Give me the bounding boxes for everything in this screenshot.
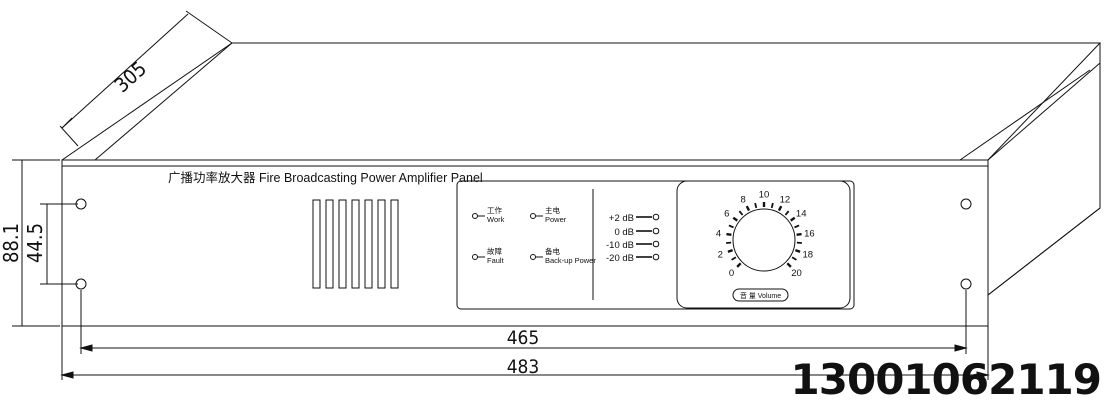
vent-slot <box>351 199 360 289</box>
volume-scale-label: 8 <box>740 195 745 206</box>
phone-number: 13001062119 <box>791 355 1101 403</box>
indicator-label-en: Fault <box>487 256 505 265</box>
volume-tick <box>789 216 796 222</box>
chassis-outline <box>61 42 1102 327</box>
vent-slot <box>364 199 373 289</box>
height-dimensions <box>12 159 78 327</box>
depth-value: 305 <box>110 56 152 97</box>
volume-scale-label: 12 <box>780 195 791 206</box>
volume-tick <box>791 256 797 261</box>
volume-scale-label: 2 <box>718 250 723 261</box>
volume-tick <box>777 205 783 212</box>
volume-label-box <box>732 288 789 302</box>
indicator-label-en: Power <box>545 215 567 224</box>
mounting-hole <box>75 198 87 210</box>
level-label: +2 dB <box>609 213 634 224</box>
level-row: +2 dB <box>609 213 660 224</box>
mounting-holes <box>75 198 972 290</box>
volume-tick <box>736 262 742 268</box>
indicator-label-cn: 故障 <box>487 246 502 256</box>
volume-scale-label: 18 <box>802 250 813 261</box>
volume-tick <box>727 249 733 253</box>
level-label: 0 dB <box>614 227 634 238</box>
indicator-work: 工作 Work <box>472 205 505 224</box>
mounting-hole <box>960 278 972 290</box>
volume-scale-label: 10 <box>759 190 770 201</box>
volume-scale-label: 6 <box>724 208 729 219</box>
volume-tick <box>731 256 737 261</box>
volume-label: 音 量 Volume <box>740 291 781 300</box>
volume-tick <box>745 205 751 212</box>
outer-width-value: 483 <box>507 356 540 378</box>
volume-tick <box>728 224 734 229</box>
volume-tick <box>732 216 739 222</box>
depth-dimension <box>59 10 233 147</box>
volume-knob[interactable] <box>732 208 796 272</box>
level-row: -10 dB <box>606 240 660 251</box>
indicator-power: 主电 Power <box>530 205 567 224</box>
volume-tick <box>795 249 801 253</box>
vent-slot <box>325 199 334 289</box>
volume-tick <box>786 262 792 268</box>
indicator-label-en: Work <box>487 215 505 224</box>
inner-width-value: 465 <box>507 327 540 349</box>
vent-slot <box>312 199 321 289</box>
indicator-label-cn: 备电 <box>545 246 560 256</box>
volume-scale-label: 0 <box>729 268 734 279</box>
indicator-label-cn: 主电 <box>545 205 560 215</box>
volume-scale-label: 14 <box>796 208 807 219</box>
level-label: -10 dB <box>606 240 634 251</box>
volume-scale-label: 16 <box>804 228 815 239</box>
height-value: 88.1 <box>0 223 23 263</box>
width-dimensions <box>60 290 990 380</box>
volume-scale-label: 4 <box>716 228 721 239</box>
mounting-hole <box>75 278 87 290</box>
volume-tick <box>784 210 790 216</box>
vent-slot <box>377 199 386 289</box>
hole-spacing-value: 44.5 <box>23 223 47 263</box>
volume-tick <box>796 232 802 237</box>
volume-scale-label: 20 <box>791 268 802 279</box>
volume-tick <box>754 202 758 209</box>
volume-tick <box>726 232 732 237</box>
volume-section <box>676 180 851 309</box>
vent-slot <box>338 199 347 289</box>
vent-slot <box>390 199 399 289</box>
volume-tick <box>794 224 800 229</box>
level-meter: +2 dB 0 dB -10 dB -20 dB <box>606 213 660 264</box>
status-indicators: 工作 Work 主电 Power 故障 Fault 备电 Back-up Pow… <box>472 205 596 265</box>
level-label: -20 dB <box>606 253 634 264</box>
indicator-backup-power: 备电 Back-up Power <box>530 246 596 265</box>
volume-tick <box>770 202 774 209</box>
mounting-hole <box>960 198 972 210</box>
panel-title: 广播功率放大器 Fire Broadcasting Power Amplifie… <box>168 170 483 185</box>
volume-ticks <box>726 202 802 268</box>
indicator-label-cn: 工作 <box>487 205 502 215</box>
volume-tick <box>738 210 744 216</box>
indicator-fault: 故障 Fault <box>472 246 505 265</box>
level-row: -20 dB <box>606 253 660 264</box>
indicator-label-en: Back-up Power <box>545 256 596 265</box>
control-panel <box>456 180 855 310</box>
vent-grille <box>312 199 399 289</box>
level-row: 0 dB <box>614 227 660 238</box>
